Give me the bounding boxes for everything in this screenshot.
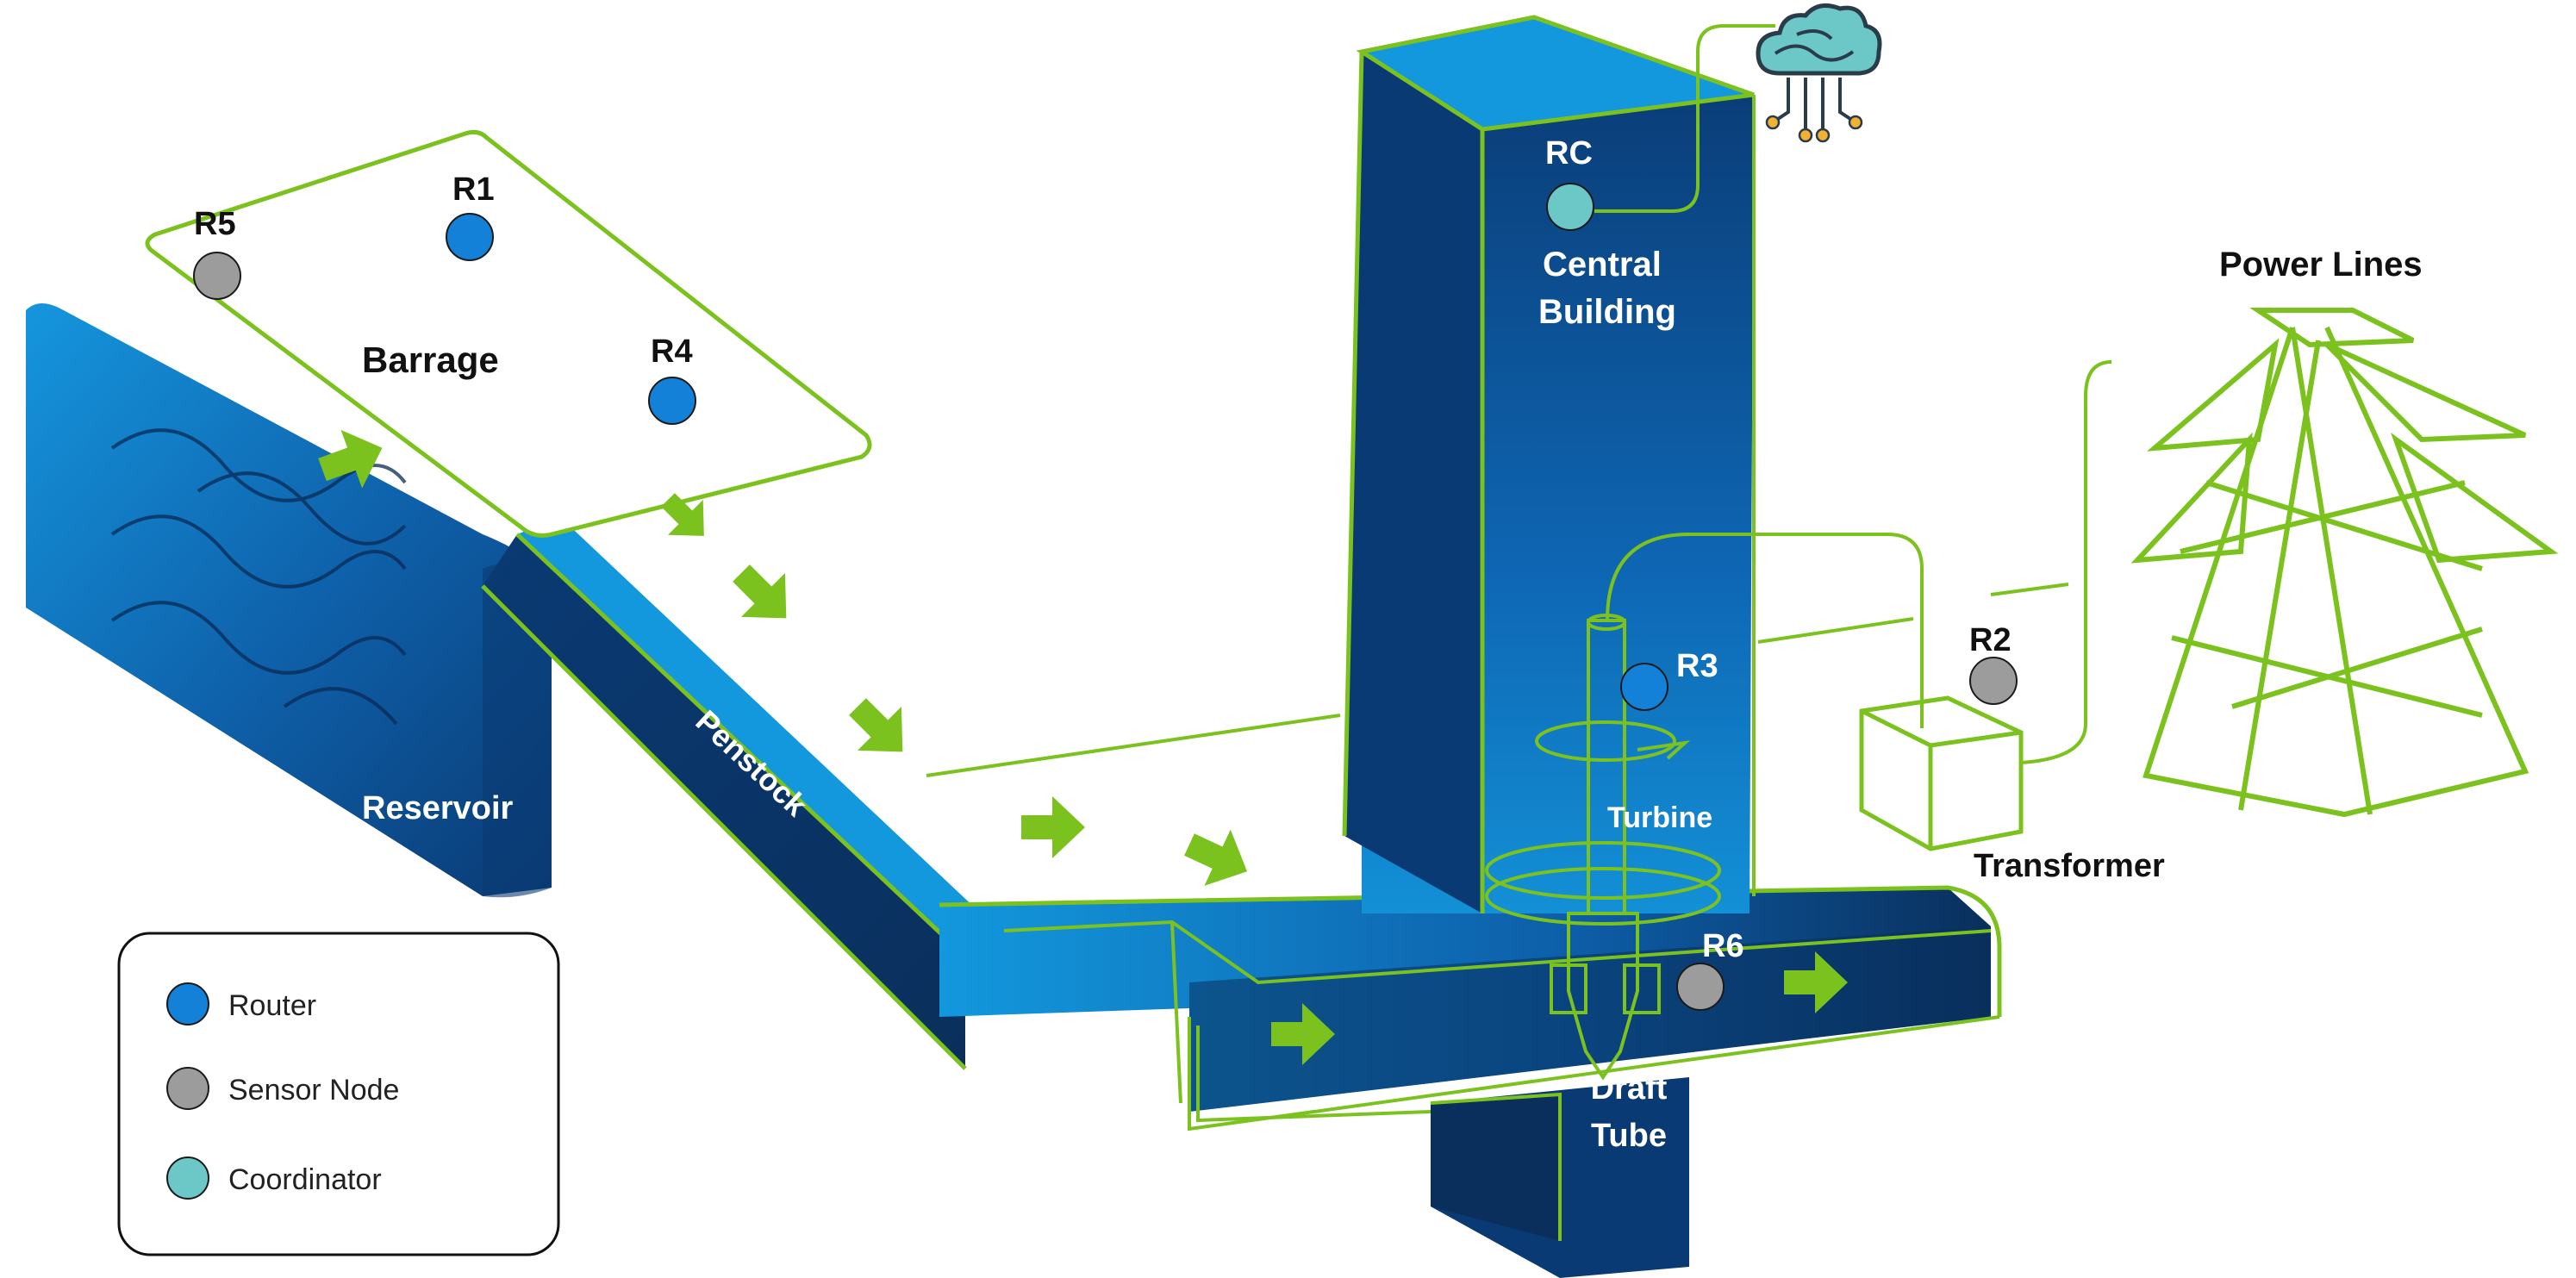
node-r1: R1	[446, 171, 495, 261]
coordinator-node	[1546, 183, 1594, 231]
flow-arrow-icon	[733, 564, 787, 619]
draft-channel: Draft Tube	[939, 885, 2002, 1278]
node-r6-label: R6	[1702, 928, 1744, 964]
node-rc-label: RC	[1545, 135, 1593, 171]
node-r4: R4	[648, 334, 696, 425]
router-node	[446, 213, 494, 261]
flow-arrow-icon	[318, 429, 383, 489]
barrage-label: Barrage	[362, 340, 499, 380]
node-rc: RC	[1545, 135, 1594, 231]
legend-router-swatch	[166, 982, 209, 1026]
legend-sensor-label: Sensor Node	[228, 1074, 399, 1107]
power-lines-label: Power Lines	[2219, 246, 2423, 284]
sensor-node	[193, 252, 241, 300]
legend-item-router: Router	[166, 982, 316, 1026]
flow-arrow-icon	[1021, 796, 1085, 858]
reservoir: Reservoir	[26, 302, 552, 898]
flow-arrow-icon	[1271, 1003, 1335, 1065]
router-node	[1620, 663, 1668, 711]
sensor-node	[1969, 657, 2018, 705]
legend-coordinator-swatch	[166, 1156, 209, 1200]
legend-coordinator-label: Coordinator	[228, 1163, 382, 1196]
legend-item-sensor-node: Sensor Node	[166, 1067, 399, 1110]
wiring	[926, 24, 2112, 777]
router-node	[648, 377, 696, 425]
node-r2-label: R2	[1969, 622, 2012, 658]
node-r3: R3	[1620, 648, 1718, 711]
node-r3-label: R3	[1676, 648, 1718, 684]
flow-arrow-icon	[1784, 951, 1848, 1013]
central-building-label-line1: Central	[1543, 246, 1662, 284]
legend-router-label: Router	[228, 989, 316, 1022]
cloud-network-icon	[1756, 3, 1882, 143]
barrage: Barrage	[145, 129, 872, 538]
legend-sensor-swatch	[166, 1067, 209, 1110]
draft-tube-label-line2: Tube	[1591, 1118, 1667, 1154]
transformer: Transformer	[1859, 695, 2165, 884]
flow-arrow-icon	[661, 493, 704, 536]
penstock: Penstock	[481, 517, 1008, 1070]
power-line-tower: Power Lines	[2130, 246, 2559, 818]
node-r1-label: R1	[452, 171, 495, 208]
transformer-label: Transformer	[1974, 848, 2165, 884]
flow-arrows	[318, 429, 1848, 1065]
node-r4-label: R4	[651, 334, 693, 370]
node-r5: R5	[193, 206, 241, 300]
turbine-assembly: Turbine	[1485, 614, 1721, 1081]
flow-arrow-icon	[1184, 829, 1248, 886]
reservoir-label: Reservoir	[362, 790, 514, 826]
legend-item-coordinator: Coordinator	[166, 1156, 382, 1200]
flow-arrow-icon	[849, 698, 903, 752]
node-r2: R2	[1969, 622, 2018, 705]
node-r6: R6	[1676, 928, 1744, 1011]
sensor-node	[1676, 963, 1725, 1011]
node-r5-label: R5	[194, 206, 236, 242]
turbine-label: Turbine	[1607, 801, 1712, 834]
legend: Router Sensor Node Coordinator	[117, 932, 560, 1256]
central-building-label-line2: Building	[1538, 293, 1676, 331]
legend-box	[117, 932, 560, 1256]
